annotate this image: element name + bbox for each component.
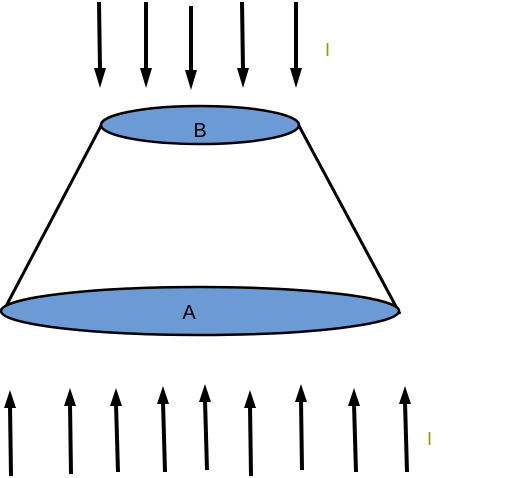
arrow-up	[348, 388, 360, 473]
bottom-field-label: I	[427, 429, 432, 449]
arrow-up	[4, 390, 16, 477]
frustum-sides	[2, 123, 402, 315]
arrow-down	[185, 6, 197, 90]
arrow-up	[64, 388, 76, 475]
arrow-up	[157, 386, 169, 473]
arrow-down	[237, 1, 249, 88]
top-face-b	[99, 104, 301, 146]
bottom-face-label: A	[182, 302, 196, 324]
arrow-up	[199, 384, 211, 471]
bottom-arrow-group	[4, 384, 411, 477]
top-field-label: I	[325, 40, 330, 60]
arrow-up	[244, 390, 256, 477]
top-face-label: B	[193, 120, 206, 142]
arrow-down	[140, 2, 152, 88]
bottom-face-a	[0, 285, 401, 337]
arrow-down	[94, 1, 106, 88]
arrow-down	[290, 2, 302, 88]
top-arrow-group	[94, 1, 302, 90]
arrow-up	[399, 386, 411, 473]
arrow-up	[295, 384, 307, 471]
arrow-up	[110, 388, 122, 473]
